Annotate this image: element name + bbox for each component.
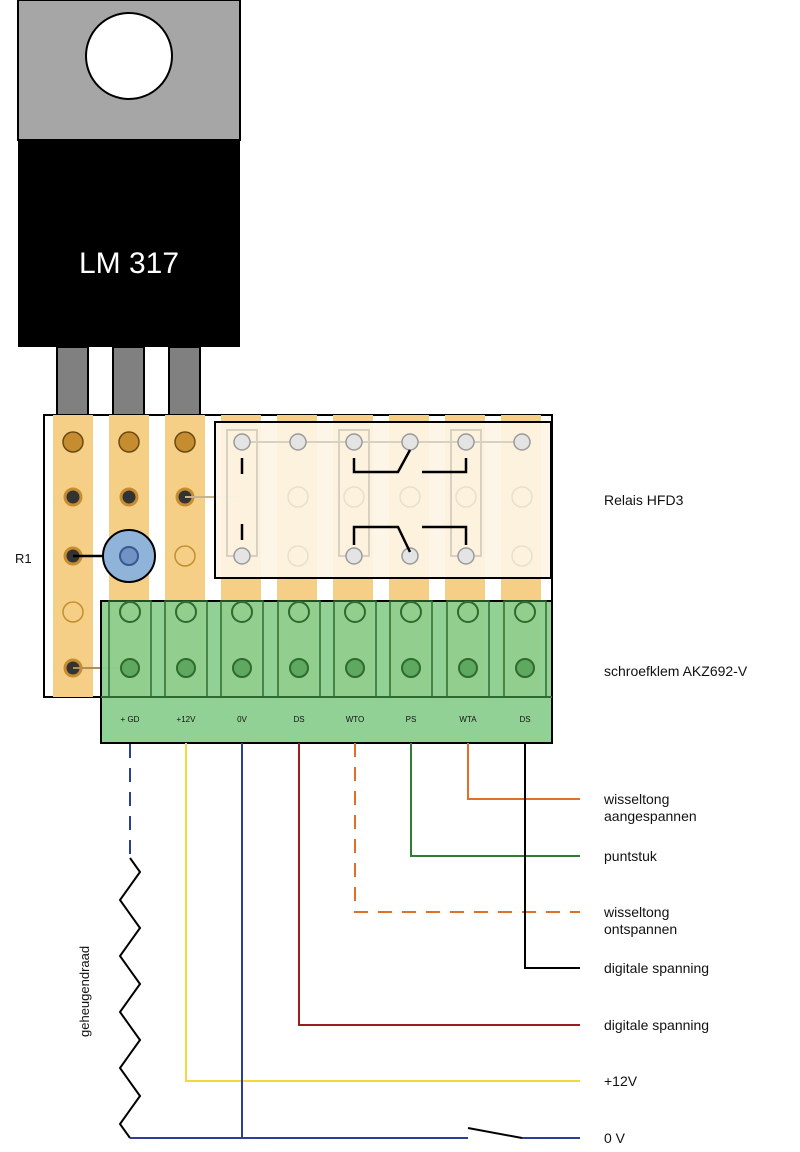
terminal-label: 0V bbox=[237, 715, 247, 724]
relay-contact-lower bbox=[352, 525, 468, 553]
relay-hfd3 bbox=[214, 421, 552, 579]
relay-pin bbox=[401, 433, 419, 451]
labels: Relais HFD3 schroefklem AKZ692-V wisselt… bbox=[603, 492, 748, 1146]
wire-label-line: wisseltong bbox=[603, 904, 669, 920]
mounting-hole bbox=[85, 12, 173, 100]
wire-label: wisseltong ontspannen bbox=[603, 904, 677, 937]
wire-label: +12V bbox=[604, 1073, 638, 1089]
relay-pin bbox=[233, 433, 251, 451]
relay-pin bbox=[401, 547, 419, 565]
terminal-label: +12V bbox=[177, 715, 197, 724]
resistor-pad bbox=[119, 546, 139, 566]
wire-label: digitale spanning bbox=[604, 960, 709, 976]
wire-label: puntstuk bbox=[604, 848, 658, 864]
terminal-screw[interactable] bbox=[175, 601, 197, 623]
relay-empty-hole bbox=[511, 545, 533, 567]
terminal-label: PS bbox=[406, 715, 417, 724]
wire-12v bbox=[185, 743, 580, 1082]
wire-digitale-spanning-1 bbox=[524, 743, 580, 969]
terminal-screw[interactable] bbox=[231, 601, 253, 623]
strip-hole bbox=[118, 431, 140, 453]
terminal-label: DS bbox=[519, 715, 530, 724]
regulator-label: LM 317 bbox=[79, 247, 179, 280]
relay-empty-hole bbox=[287, 545, 309, 567]
switch-lever bbox=[467, 1127, 523, 1139]
relay-empty-hole bbox=[399, 486, 421, 508]
wire-label: digitale spanning bbox=[604, 1017, 709, 1033]
terminal-screw[interactable] bbox=[288, 601, 310, 623]
wire-label: wisseltong aangespannen bbox=[603, 791, 697, 824]
resistor-label: R1 bbox=[15, 551, 32, 566]
terminal-screw[interactable] bbox=[400, 601, 422, 623]
relay-empty-hole bbox=[511, 486, 533, 508]
strip-hole bbox=[174, 431, 196, 453]
relay-empty-hole bbox=[343, 486, 365, 508]
memory-wire-zigzag bbox=[118, 857, 142, 1139]
relay-empty-hole bbox=[287, 486, 309, 508]
wire-wisseltong-aangespannen bbox=[467, 743, 580, 800]
solder-point bbox=[119, 487, 139, 507]
terminal-label: DS bbox=[293, 715, 304, 724]
relay-pin bbox=[457, 433, 475, 451]
wire-wisseltong-ontspannen bbox=[354, 743, 580, 913]
terminal-block: + GD +12V 0V DS WTO PS WTA DS bbox=[100, 600, 553, 744]
solder-point bbox=[63, 487, 83, 507]
terminal-label: + GD bbox=[121, 715, 140, 724]
terminal-screw[interactable] bbox=[232, 658, 252, 678]
relay-pin bbox=[345, 547, 363, 565]
terminal-screw[interactable] bbox=[515, 658, 535, 678]
wire-label-line: wisseltong bbox=[603, 791, 669, 807]
memory-wire-label: geheugendraad bbox=[77, 946, 92, 1037]
regulator-body bbox=[18, 140, 240, 347]
resistor-r1: R1 bbox=[15, 529, 156, 583]
strip-hole bbox=[62, 431, 84, 453]
wire-puntstuk bbox=[410, 743, 580, 857]
terminal-block-body bbox=[100, 600, 553, 744]
relay-pin bbox=[233, 547, 251, 565]
relay-empty-hole bbox=[455, 486, 477, 508]
relay-pin bbox=[289, 433, 307, 451]
wire-label-line: ontspannen bbox=[604, 921, 677, 937]
terminal-label: WTO bbox=[346, 715, 365, 724]
terminal-block-label: schroefklem AKZ692-V bbox=[604, 663, 748, 679]
terminal-screw[interactable] bbox=[120, 658, 140, 678]
relay-pin bbox=[457, 547, 475, 565]
strip-hole bbox=[62, 601, 84, 623]
terminal-screw[interactable] bbox=[119, 601, 141, 623]
relay-body bbox=[214, 421, 552, 579]
wire-digitale-spanning-2 bbox=[298, 743, 580, 1026]
terminal-screw[interactable] bbox=[401, 658, 421, 678]
relay-label: Relais HFD3 bbox=[604, 492, 684, 508]
relay-pin bbox=[345, 433, 363, 451]
relay-contact-upper bbox=[352, 449, 468, 474]
terminal-screw[interactable] bbox=[345, 658, 365, 678]
memory-wire: geheugendraad bbox=[77, 744, 142, 1139]
strip-hole bbox=[174, 545, 196, 567]
terminal-screw[interactable] bbox=[514, 601, 536, 623]
relay-pin bbox=[513, 433, 531, 451]
terminal-screw[interactable] bbox=[344, 601, 366, 623]
terminal-label: WTA bbox=[459, 715, 477, 724]
wire-label-line: aangespannen bbox=[604, 808, 697, 824]
terminal-screw[interactable] bbox=[457, 601, 479, 623]
output-wires bbox=[130, 743, 580, 1139]
terminal-screw[interactable] bbox=[458, 658, 478, 678]
wire-label: 0 V bbox=[604, 1130, 626, 1146]
terminal-screw[interactable] bbox=[289, 658, 309, 678]
terminal-screw[interactable] bbox=[176, 658, 196, 678]
